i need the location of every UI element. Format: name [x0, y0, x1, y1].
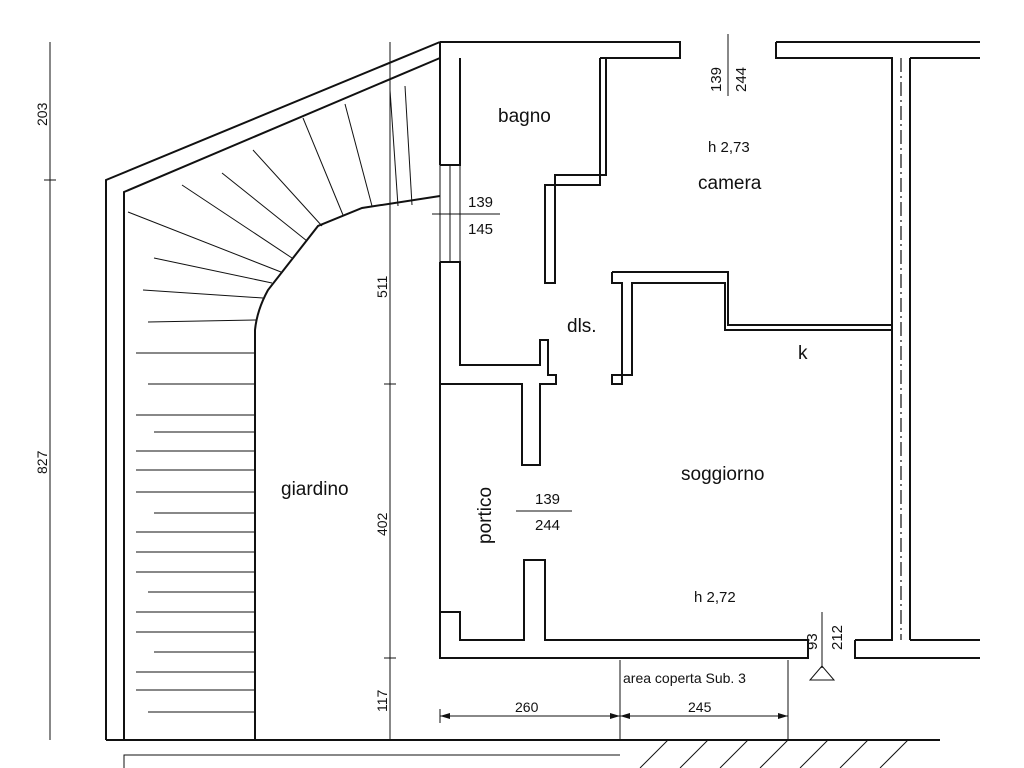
- bagno-window-annotation: 139 145: [432, 194, 500, 238]
- dimension-bottom: 260 245: [439, 660, 789, 740]
- area-label-giardino: giardino: [281, 479, 349, 500]
- soggiorno-door-height: 212: [829, 625, 846, 650]
- outer-walls: [439, 41, 980, 659]
- dimension-inner: 511 402 117: [374, 42, 396, 740]
- room-label-camera: camera: [698, 173, 762, 194]
- stair-treads-straight: [136, 352, 255, 713]
- dimension-inner-lower: 117: [374, 689, 390, 712]
- room-label-bagno: bagno: [498, 106, 551, 127]
- stair-inner-curve: [254, 195, 441, 740]
- arrow-left-icon: [440, 713, 450, 719]
- dimension-left-upper: 203: [34, 102, 50, 126]
- stair-treads-radial: [127, 85, 413, 323]
- arrow-left-icon: [620, 713, 630, 719]
- room-label-disimpegno: dls.: [567, 316, 597, 337]
- camera-window-height: 244: [733, 67, 750, 92]
- portico-door-width: 139: [535, 491, 560, 508]
- dimension-bottom-right: 245: [688, 699, 712, 715]
- soggiorno-door-width: 93: [804, 633, 821, 650]
- dimension-left: 203 827: [34, 42, 56, 740]
- covered-area-label: area coperta Sub. 3: [623, 670, 746, 686]
- room-label-soggiorno: soggiorno: [681, 464, 764, 485]
- room-label-kitchen: k: [798, 343, 808, 364]
- camera-height-label: h 2,73: [708, 139, 750, 156]
- bagno-window-width: 139: [468, 194, 493, 211]
- dimension-inner-upper: 511: [374, 275, 390, 298]
- portico-door-height: 244: [535, 517, 560, 534]
- camera-window-width: 139: [708, 67, 725, 92]
- level-marker-icon: [808, 665, 836, 681]
- bagno-window-height: 145: [468, 221, 493, 238]
- soggiorno-door-annotation: 93 212: [804, 612, 846, 681]
- camera-window-annotation: 139 244: [708, 34, 750, 96]
- inner-partitions: [440, 58, 892, 466]
- soggiorno-height-label: h 2,72: [694, 589, 736, 606]
- arrow-right-icon: [610, 713, 620, 719]
- room-label-portico: portico: [475, 487, 496, 544]
- portico-door-annotation: 139 244: [516, 491, 572, 534]
- dimension-bottom-left: 260: [515, 699, 539, 715]
- arrow-right-icon: [778, 713, 788, 719]
- dimension-inner-middle: 402: [374, 512, 390, 536]
- dimension-left-main: 827: [34, 450, 50, 474]
- bottom-strip: [106, 739, 940, 768]
